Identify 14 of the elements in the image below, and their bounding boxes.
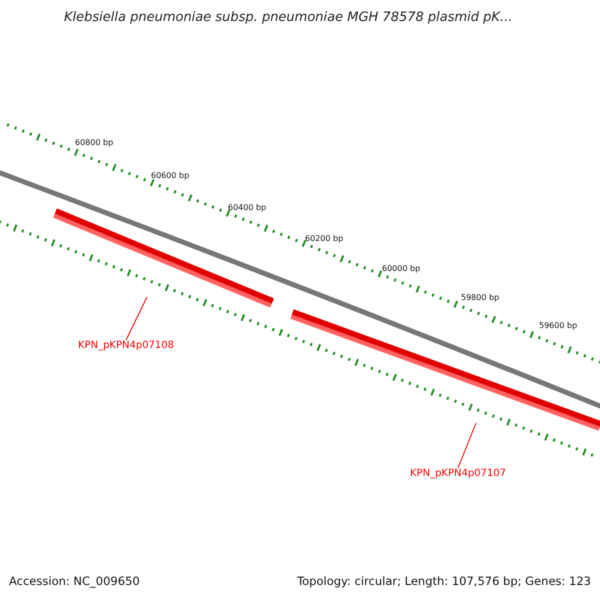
accession-note: Accession: NC_009650 xyxy=(9,574,140,588)
scale-label: 60000 bp xyxy=(382,264,420,273)
gene-label: KPN_pKPN4p07108 xyxy=(78,340,174,351)
leader-line xyxy=(458,422,476,468)
scale-label: 59600 bp xyxy=(539,321,578,330)
leader-line xyxy=(126,296,148,340)
scale-label: 60200 bp xyxy=(305,234,344,243)
title: Klebsiella pneumoniae subsp. pneumoniae MGH 78578 plasmid pK... xyxy=(64,10,512,25)
scale-label: 60800 bp xyxy=(75,138,114,147)
scale-label: 59800 bp xyxy=(461,293,500,302)
scale-label: 60400 bp xyxy=(228,203,266,212)
gene-label: KPN_pKPN4p07107 xyxy=(410,468,506,479)
scale-label: 60600 bp xyxy=(151,171,190,180)
topology-note: Topology: circular; Length: 107,576 bp; Genes: 123 xyxy=(297,574,591,588)
